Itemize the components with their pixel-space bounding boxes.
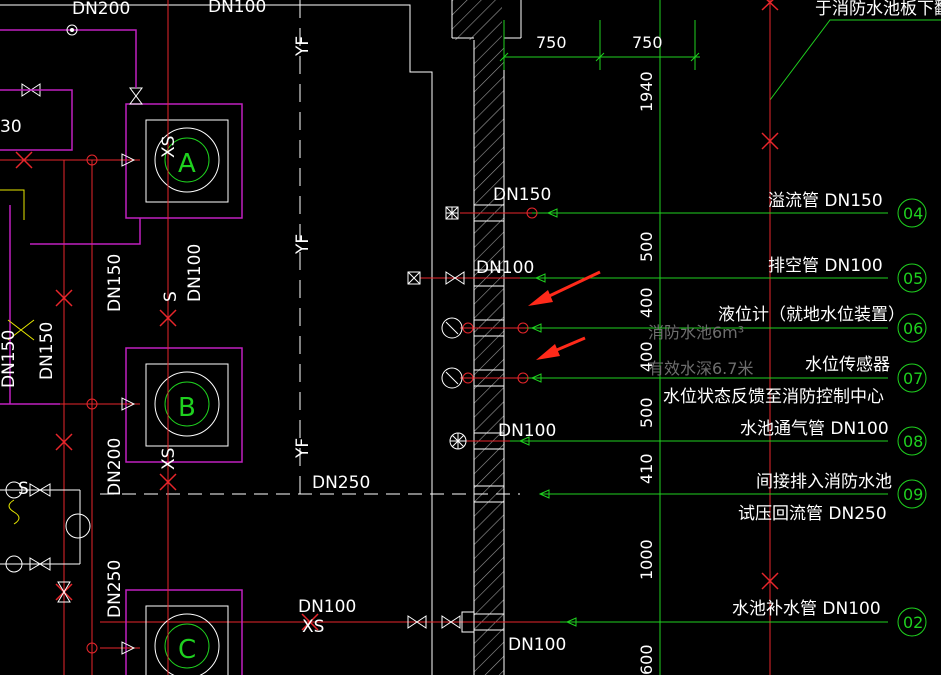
pump-b[interactable]: B <box>125 347 243 463</box>
left-red-piping <box>0 0 169 675</box>
wall-sleeves <box>474 204 504 631</box>
label-level-sensor: 水位传感器 <box>805 355 890 375</box>
label-makeup-pipe: 水池补水管 DN100 <box>732 599 881 619</box>
label-dn250-main: DN250 <box>312 473 370 493</box>
label-dn100-bottom: DN100 <box>298 597 356 617</box>
drain-valve-icon[interactable] <box>407 271 465 285</box>
label-feedback-note: 水位状态反馈至消防控制中心 <box>663 387 884 407</box>
label-xs-c: XS <box>302 617 324 637</box>
label-test-return: 试压回流管 DN250 <box>738 504 887 524</box>
label-indirect-drain: 间接排入消防水池 <box>756 472 892 492</box>
svg-text:04: 04 <box>903 204 923 223</box>
dim-1940: 1940 <box>637 71 656 112</box>
wall-label-dn150: DN150 <box>493 185 551 205</box>
dim-410: 410 <box>637 453 656 484</box>
overflow-fitting-icon[interactable] <box>445 206 459 220</box>
dim-500: 500 <box>637 231 656 262</box>
left-x-marks <box>15 151 319 631</box>
label-s-2: S <box>18 479 29 499</box>
dim-750-a: 750 <box>536 33 567 52</box>
label-dn150-a: DN150 <box>105 254 125 312</box>
label-xs-b: XS <box>159 448 179 470</box>
wall-penetrations <box>100 207 560 623</box>
label-overflow-pipe: 溢流管 DN150 <box>768 191 883 211</box>
svg-text:07: 07 <box>903 369 923 388</box>
dim-600: 600 <box>637 644 656 675</box>
wall-label-dn100-c: DN100 <box>508 635 566 655</box>
label-dn100-left: DN100 <box>185 244 205 302</box>
label-xs-a: XS <box>159 136 179 158</box>
label-dn200-left: DN200 <box>105 438 125 496</box>
magenta-fitting-icon <box>66 24 78 36</box>
wall-label-dn100-b: DN100 <box>498 421 556 441</box>
dim-750-b: 750 <box>632 33 663 52</box>
leader-top-right <box>769 19 941 101</box>
svg-text:09: 09 <box>903 485 923 504</box>
svg-text:05: 05 <box>903 269 923 288</box>
yf-label-mid: YF <box>293 234 313 255</box>
label-drain-pipe: 排空管 DN100 <box>768 256 883 276</box>
vent-cap-icon[interactable] <box>449 432 467 450</box>
yf-label-top: YF <box>293 36 313 57</box>
yf-label-low: YF <box>293 438 313 459</box>
svg-text:B: B <box>178 393 196 423</box>
label-dn150-b: DN150 <box>37 322 57 380</box>
pump-a[interactable]: A <box>125 103 243 219</box>
dim-500b: 500 <box>637 397 656 428</box>
x-mark-top-right <box>761 0 779 590</box>
label-vent-pipe: 水池通气管 DN100 <box>740 419 889 439</box>
annotation-arrow-2 <box>536 336 586 360</box>
dim-1000: 1000 <box>637 539 656 580</box>
pipe-num-circle-05[interactable]: 05 <box>897 263 927 293</box>
pipe-num-circle-04[interactable]: 04 <box>897 198 927 228</box>
top-dimensions <box>499 0 700 675</box>
svg-text:08: 08 <box>903 432 923 451</box>
pipe-num-circle-09[interactable]: 09 <box>897 479 927 509</box>
green-pipe-lines <box>510 208 888 627</box>
svg-text:06: 06 <box>903 319 923 338</box>
label-dn250-left: DN250 <box>105 560 125 618</box>
level-gauge-icon[interactable] <box>441 317 463 339</box>
check-valves-left <box>21 83 143 655</box>
svg-text:C: C <box>178 635 196 665</box>
makeup-valves-icon[interactable] <box>407 611 475 633</box>
label-dn100-top: DN100 <box>208 0 266 17</box>
label-dn200-top: DN200 <box>72 0 130 19</box>
pipe-num-circle-07[interactable]: 07 <box>897 363 927 393</box>
label-s-1: S <box>161 291 181 302</box>
pipe-num-circle-08[interactable]: 08 <box>897 426 927 456</box>
pipe-num-circle-02[interactable]: 02 <box>897 607 927 637</box>
level-sensor-icon[interactable] <box>441 367 463 389</box>
label-dn150-c: DN150 <box>0 330 19 388</box>
magenta-piping <box>0 29 141 405</box>
faint-depth-note: 有效水深6.7米 <box>648 359 753 378</box>
dim-400b: 400 <box>637 341 656 372</box>
label-level-gauge: 液位计（就地水位装置） <box>718 305 905 325</box>
pump-c[interactable]: C <box>125 589 243 675</box>
faint-tank-note: 消防水池6m³ <box>648 323 744 342</box>
wall-label-dn100-a: DN100 <box>476 258 534 278</box>
top-right-note: 于消防水池板下翻 <box>815 0 941 19</box>
pipe-num-circle-06[interactable]: 06 <box>897 313 927 343</box>
concrete-wall <box>0 0 522 675</box>
svg-text:02: 02 <box>903 613 923 632</box>
yellow-lines <box>0 189 35 525</box>
label-30: 30 <box>0 117 22 137</box>
annotation-arrow-1 <box>528 270 601 306</box>
dim-400: 400 <box>637 287 656 318</box>
svg-text:A: A <box>178 149 196 179</box>
valve-cluster-bottom-left <box>0 481 91 603</box>
